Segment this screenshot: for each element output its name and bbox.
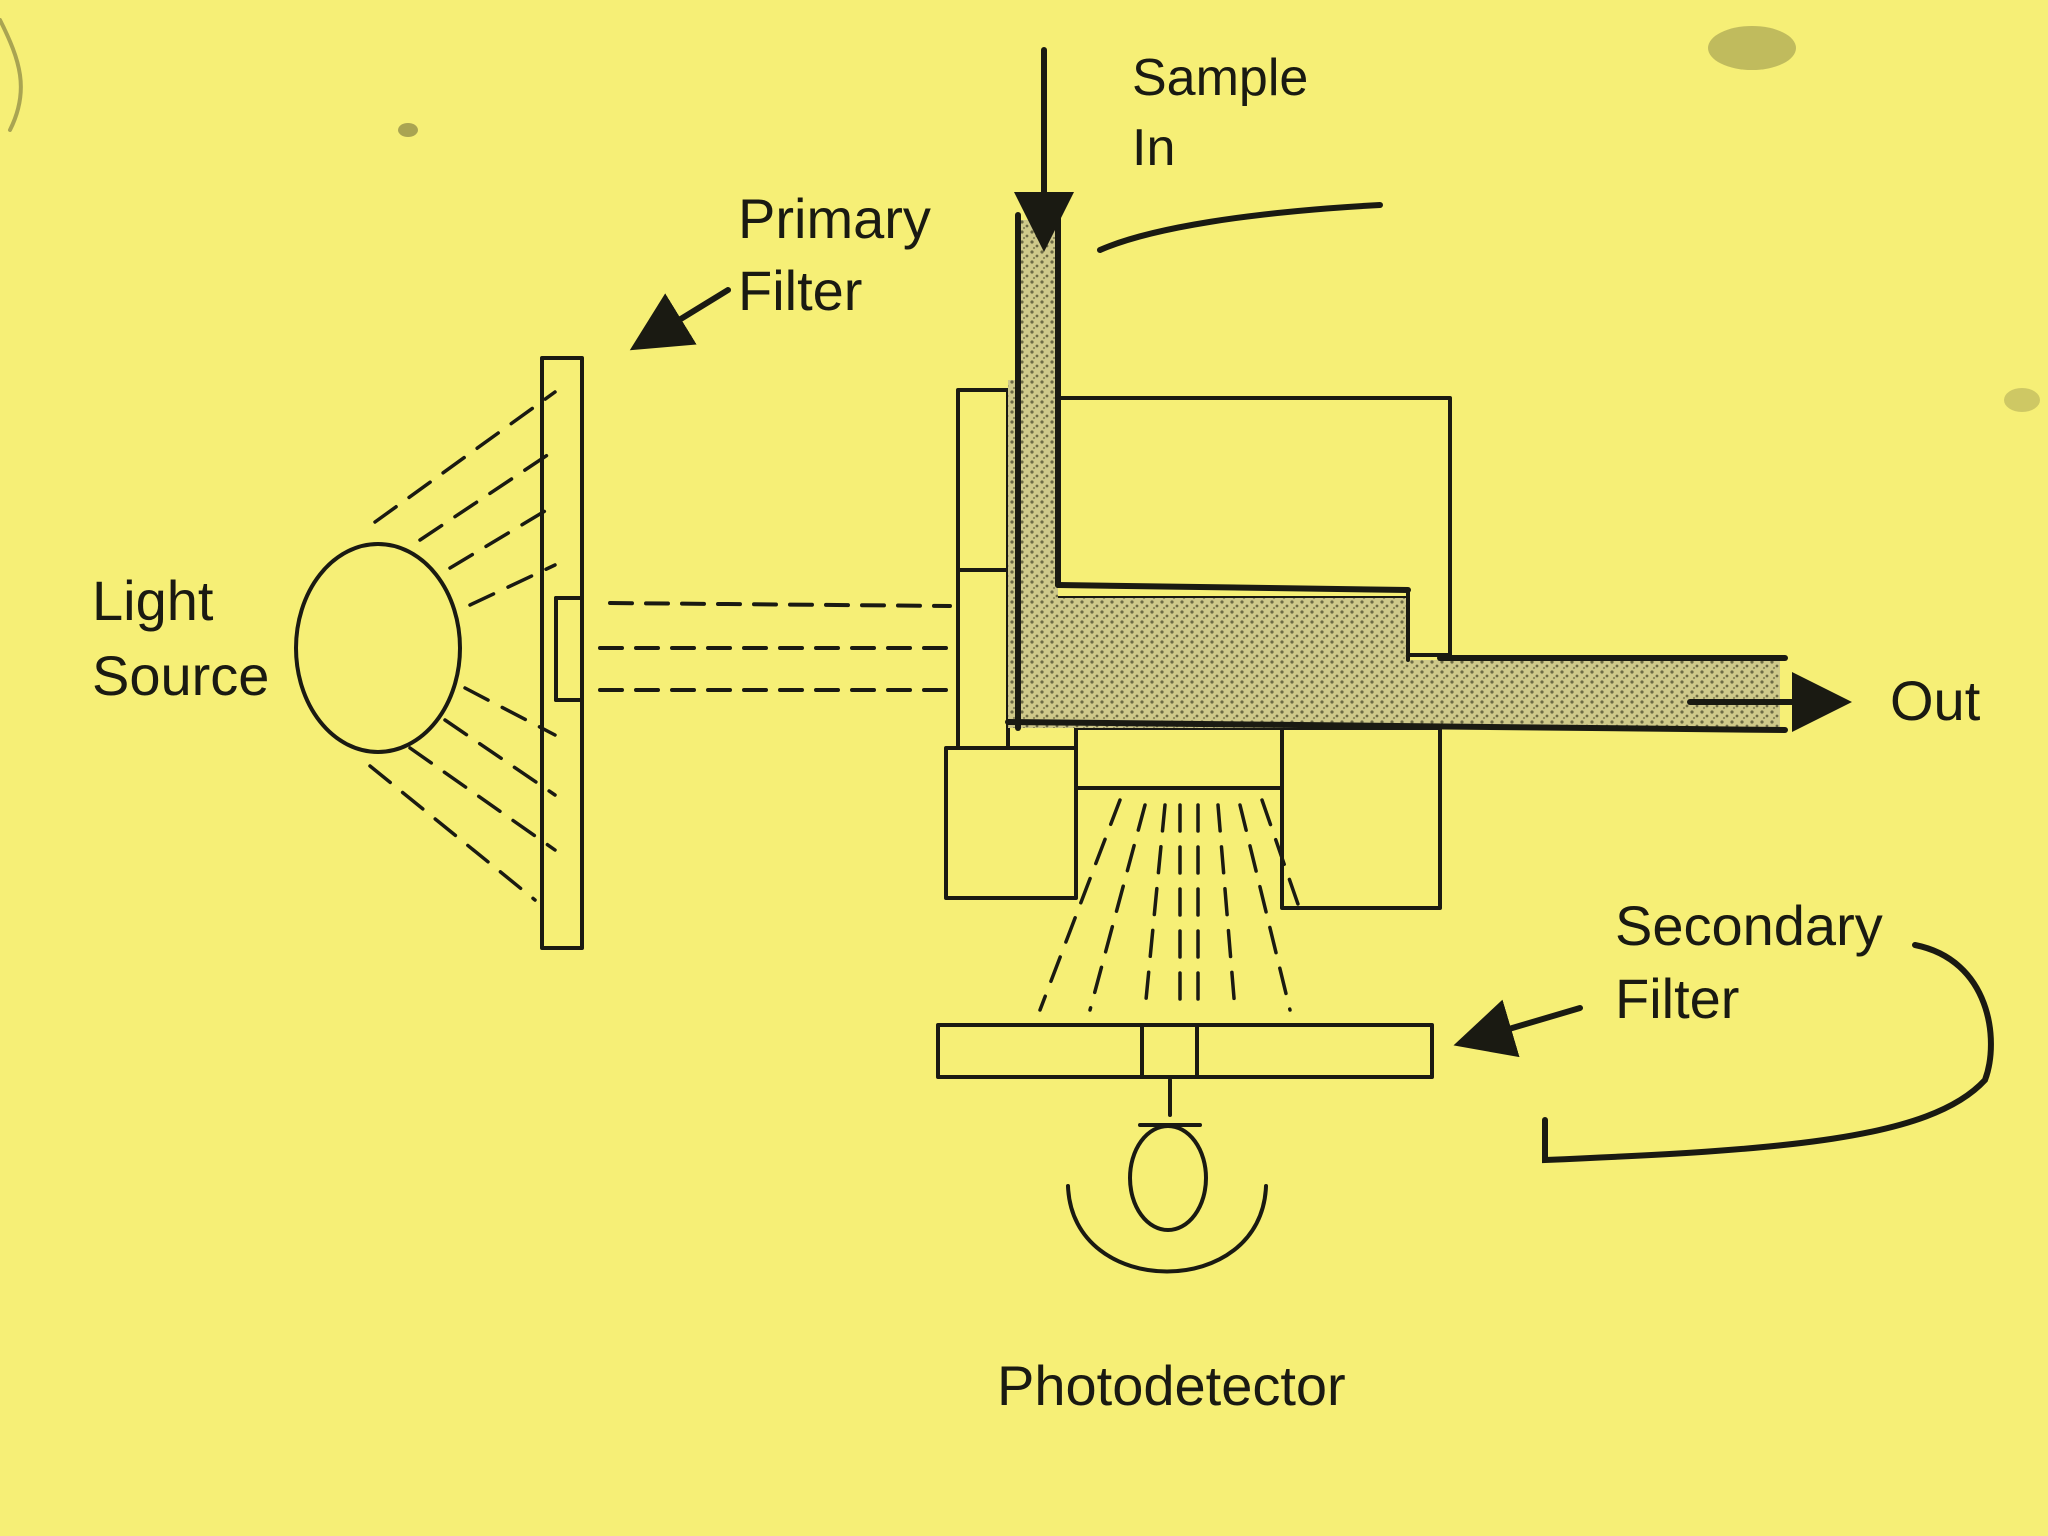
svg-text:Light: Light [92,569,214,632]
secondary-filter-arrow [1453,999,1583,1058]
svg-text:Filter: Filter [1615,967,1739,1030]
label-secondary-filter: Secondary Filter [1615,894,1883,1030]
svg-text:In: In [1132,119,1175,177]
emission-rays [1038,798,1302,1012]
sample-in-arrow [1014,47,1383,253]
excitation-beam [598,601,952,692]
svg-text:Sample: Sample [1132,49,1308,107]
photodetector [1066,1078,1268,1274]
svg-text:Filter: Filter [738,259,862,322]
lamp-light-rays [368,390,557,902]
svg-text:Primary: Primary [738,187,931,250]
primary-filter-arrow [629,287,731,351]
svg-text:Source: Source [92,644,269,707]
svg-text:Secondary: Secondary [1615,894,1883,957]
label-photodetector: Photodetector [997,1354,1346,1417]
paper-smudges [0,18,2040,412]
primary-filter-plate [540,356,584,950]
label-light-source: Light Source [92,569,269,707]
label-primary-filter: Primary Filter [738,187,931,322]
secondary-filter-plate [936,1023,1434,1079]
light-source-lamp [294,542,462,754]
label-sample-in: Sample In [1132,49,1308,177]
sample-channel [1005,212,1788,733]
label-out: Out [1890,669,1981,732]
hand-drawn-mark [1542,942,1994,1164]
